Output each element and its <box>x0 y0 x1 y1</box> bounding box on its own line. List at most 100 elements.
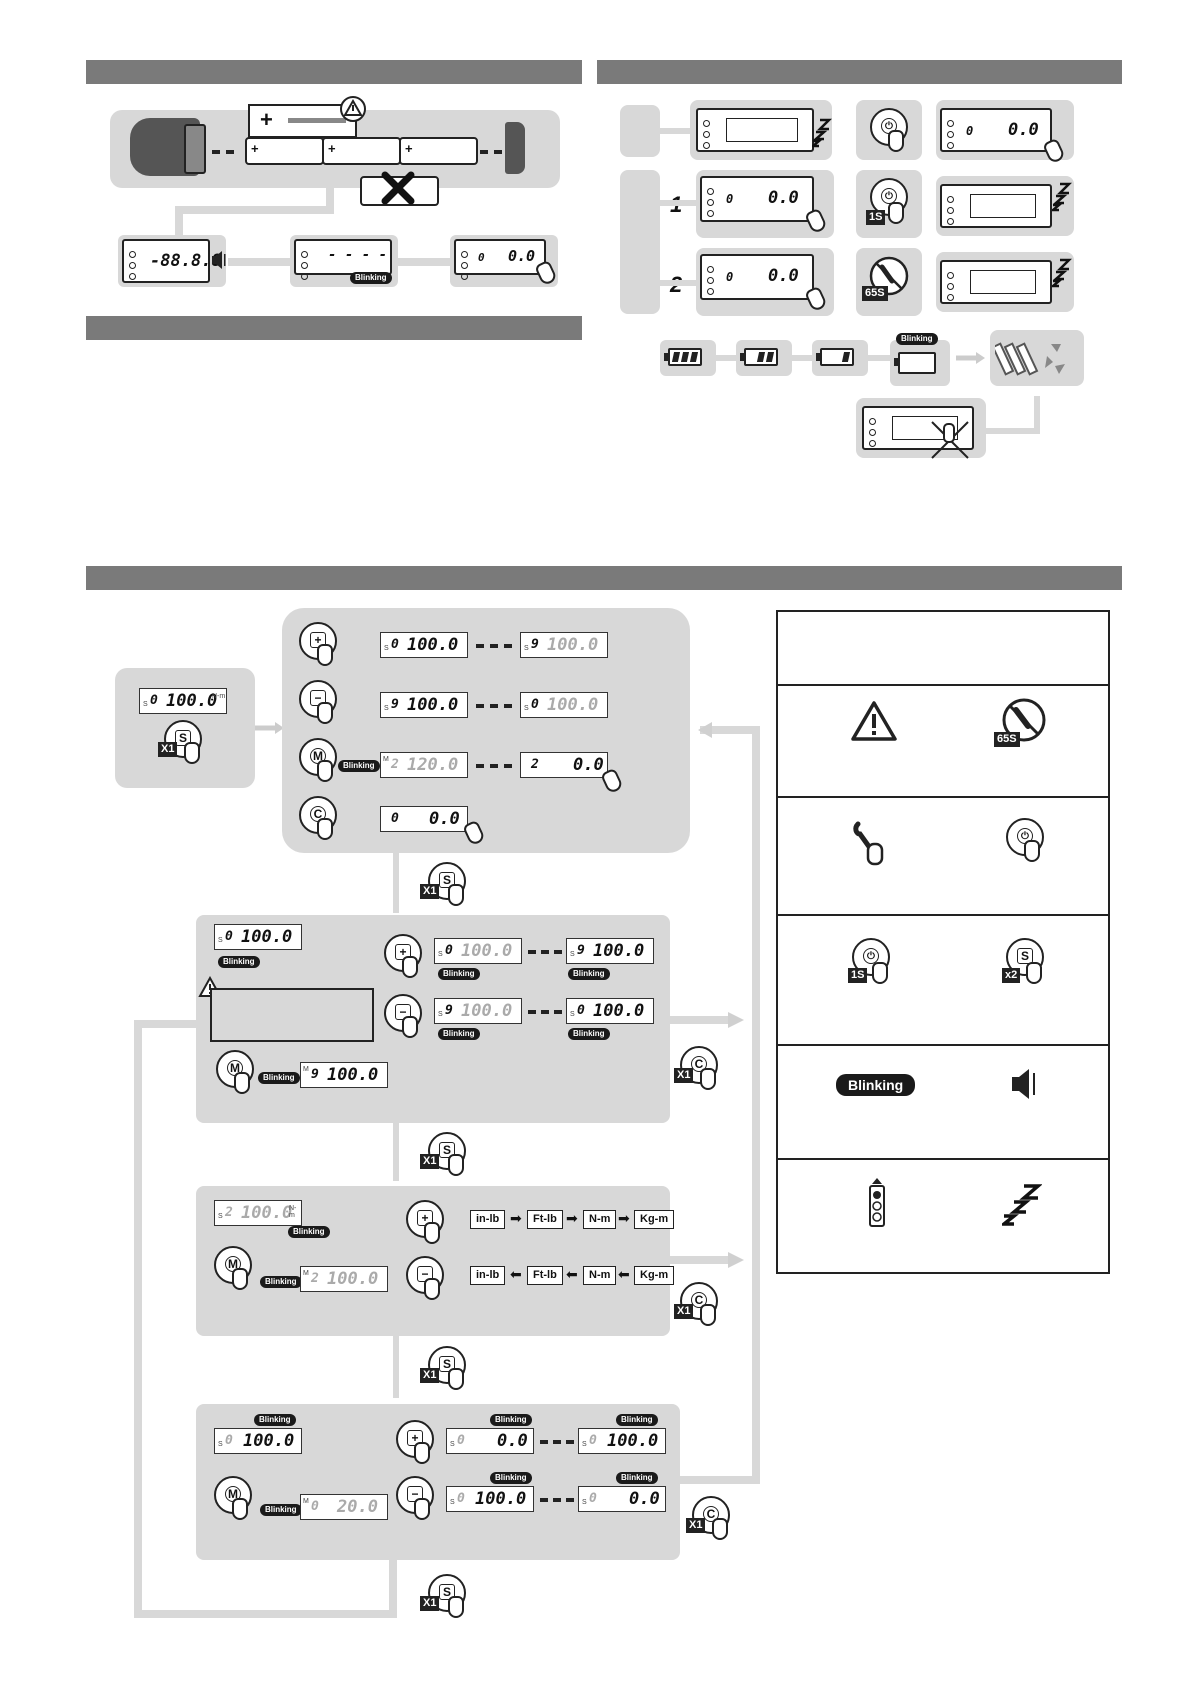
display-value: 100.0 <box>461 1001 513 1021</box>
display-value: 20.0 <box>337 1497 378 1517</box>
press-once-tag: X1 <box>420 884 440 899</box>
display-dashes: - - - - <box>328 247 388 263</box>
display-index: 0 <box>225 1433 233 1448</box>
display-index: 0 <box>391 811 399 826</box>
blinking-badge: Blinking <box>260 1276 302 1288</box>
press-hand-icon <box>888 202 904 224</box>
press-once-tag: X1 <box>686 1518 706 1533</box>
flow-down-4 <box>389 1560 397 1618</box>
display-index: 2 <box>391 757 399 772</box>
insert-arrow-right <box>480 150 502 154</box>
display-index: 9 <box>445 1003 453 1018</box>
lcd-index-0: S 0 100.0 <box>380 632 468 658</box>
battery-one-third <box>812 340 868 376</box>
display-prefix-s: S <box>582 1499 587 1506</box>
display-index: 0 <box>311 1499 319 1514</box>
warning-note-box <box>210 988 374 1042</box>
unit-ft-lb: Ft-lb <box>527 1266 563 1285</box>
display-zero-value: 0.0 <box>768 188 799 208</box>
unit-in-lb: in-lb <box>470 1266 506 1285</box>
lcd-ready: 0 0.0 <box>454 239 546 280</box>
display-value: 100.0 <box>407 635 459 655</box>
lcd-memory-zero: 2 0.0 <box>520 752 608 778</box>
battery-empty <box>890 340 950 386</box>
display-value: 100.0 <box>461 941 513 961</box>
display-value: 100.0 <box>243 1431 295 1451</box>
press-hand-icon <box>317 644 333 666</box>
display-index: 0 <box>531 697 539 712</box>
section-header-display <box>86 316 582 340</box>
display-prefix-m: M <box>303 1066 309 1073</box>
lcd-memory-value: M 0 20.0 <box>300 1494 388 1520</box>
battery-two-thirds <box>736 340 792 376</box>
press-hand-icon <box>1026 962 1042 984</box>
connector-b3 <box>868 355 890 361</box>
set-key: S <box>439 1356 455 1372</box>
display-value: 100.0 <box>607 1431 659 1451</box>
display-value: 0.0 <box>629 1489 660 1509</box>
exit-arrow-1 <box>670 1016 730 1024</box>
speaker-icon <box>1012 1069 1035 1099</box>
press-once-tag: X1 <box>674 1068 694 1083</box>
display-unit: N-m <box>289 1205 297 1219</box>
no-operation-cross-icon <box>931 421 969 459</box>
flow-down-3 <box>393 1336 399 1398</box>
blinking-badge: Blinking <box>254 1414 296 1426</box>
connector-b2 <box>792 355 812 361</box>
connector-b4 <box>986 428 1040 434</box>
blinking-badge: Blinking <box>218 956 260 968</box>
press-once-tag: X1 <box>420 1154 440 1169</box>
symbol-legend <box>776 610 1110 1274</box>
press-hand-icon <box>888 130 904 152</box>
press-once-tag: X1 <box>420 1596 440 1611</box>
one-second-tag: 1S <box>848 968 868 983</box>
press-hand-icon <box>234 1072 250 1094</box>
connector-v1 <box>326 188 334 212</box>
display-index: 9 <box>391 697 399 712</box>
display-prefix-s: S <box>218 937 223 944</box>
connector-p1 <box>660 200 700 206</box>
display-index: 0 <box>457 1491 465 1506</box>
end-cap-illustration <box>505 122 525 174</box>
press-hand-icon <box>700 1304 716 1326</box>
aa-battery-3: + <box>399 137 478 165</box>
display-index: 0 <box>589 1491 597 1506</box>
connector-h1 <box>175 206 334 214</box>
unit-arrow-right-icon: ➡ <box>510 1210 522 1226</box>
polarity-plus-label: + <box>260 107 273 132</box>
flow-arrow <box>476 644 512 648</box>
no-wrench-icon <box>1002 698 1046 742</box>
display-value: 100.0 <box>547 695 599 715</box>
sleep-icon <box>1052 258 1072 288</box>
flow-down-2 <box>393 1123 399 1181</box>
set-button[interactable]: S <box>428 862 466 900</box>
press-hand-icon <box>402 1016 418 1038</box>
exit-line-bottom <box>680 1476 760 1484</box>
recycle-icon <box>995 342 1065 376</box>
press-hand-icon <box>448 1596 464 1618</box>
lcd-step1-off <box>940 184 1052 228</box>
display-value: 0.0 <box>573 755 604 775</box>
set-key: S <box>439 1584 455 1600</box>
one-second-tag: 1S <box>866 210 886 225</box>
press-hand-icon <box>414 1442 430 1464</box>
aa-battery-2: + <box>322 137 401 165</box>
unit-arrow-right-icon: ➡ <box>618 1210 630 1226</box>
lcd-full-test: -88.8.8 <box>122 239 222 283</box>
blinking-badge: Blinking <box>490 1414 532 1426</box>
lcd-value-100: S 0 100.0 <box>578 1428 666 1454</box>
display-zero-value: 0.0 <box>1008 120 1039 140</box>
aa-battery-1: + <box>245 137 324 165</box>
led-indicator-icon <box>869 1178 885 1227</box>
unit-n-m: N-m <box>583 1210 617 1229</box>
section-header-batteries <box>86 60 582 84</box>
display-value: 100.0 <box>241 927 293 947</box>
section-header-power <box>597 60 1122 84</box>
display-index: 0 <box>225 929 233 944</box>
press-hand-icon <box>232 1498 248 1520</box>
sleep-icon <box>1002 1184 1042 1226</box>
lcd-low-battery <box>862 406 974 450</box>
display-prefix-s: S <box>143 701 148 708</box>
set-key: S <box>1017 948 1033 964</box>
display-prefix-s: S <box>450 1441 455 1448</box>
